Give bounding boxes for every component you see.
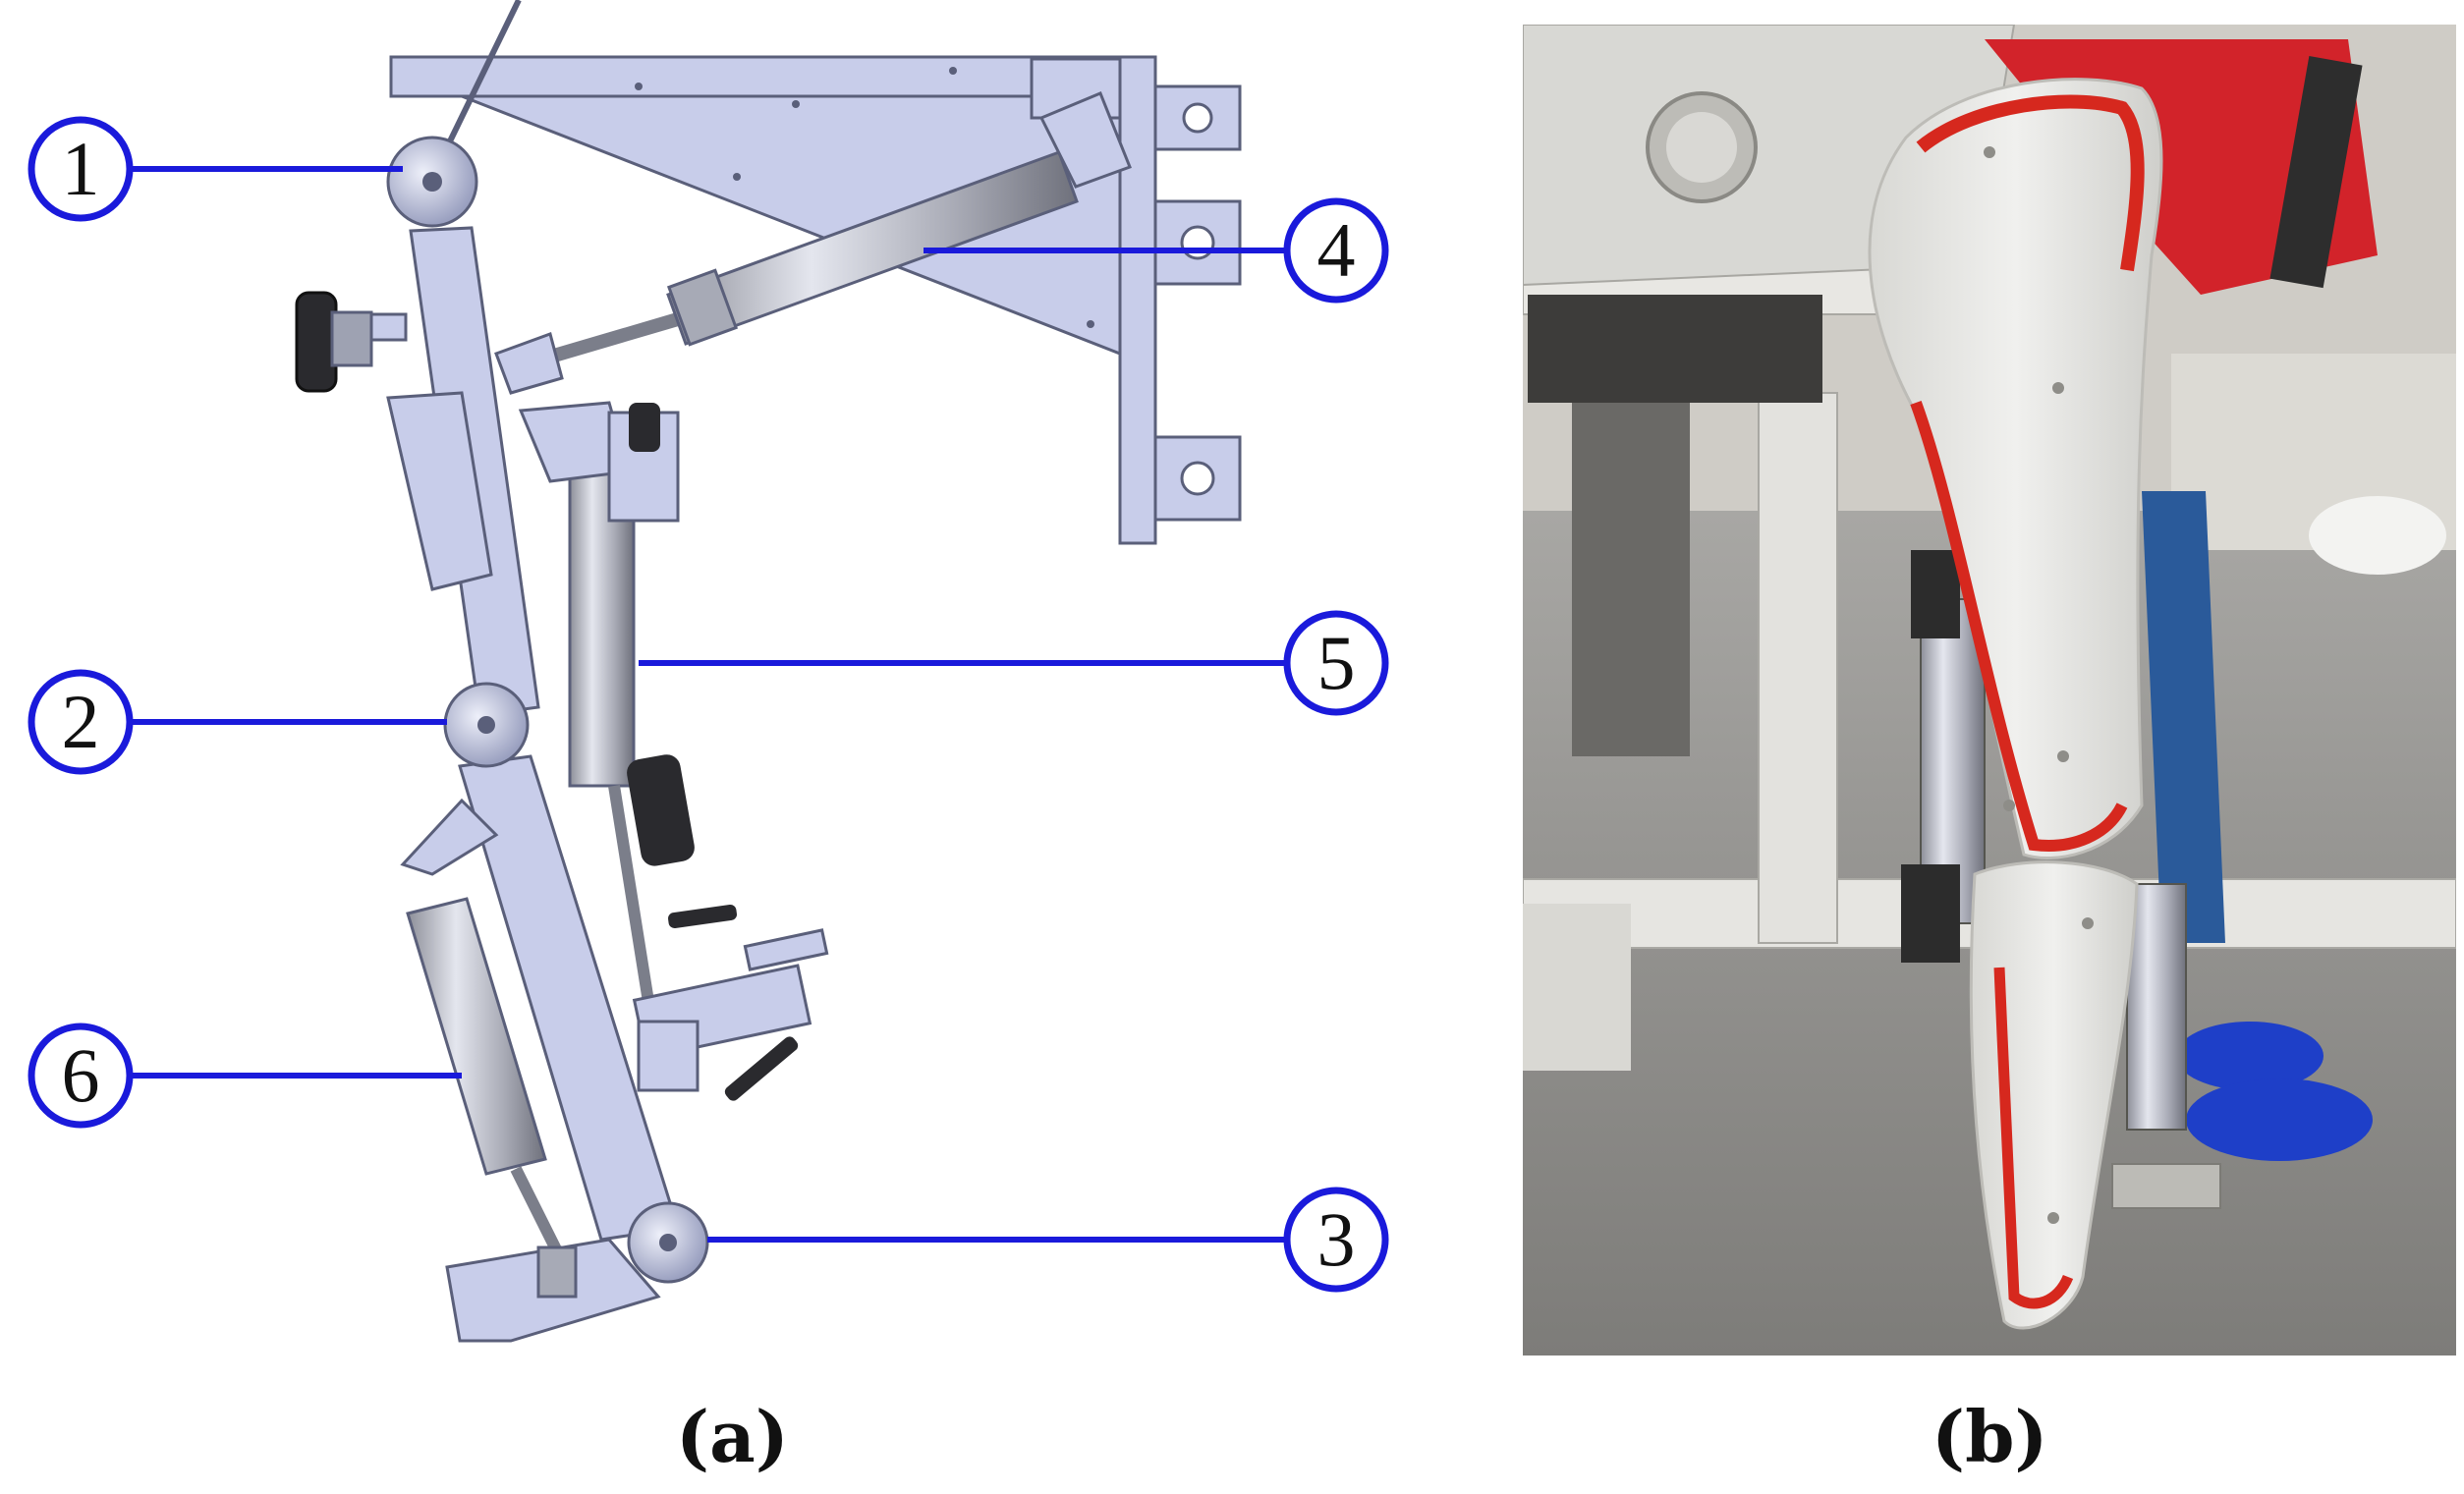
photo-bracket-lower (1901, 864, 1960, 963)
caption-panel-b: (b) (1932, 1395, 2048, 1478)
callout-4-label: 4 (1317, 207, 1356, 293)
callout-3: 3 (1283, 1187, 1389, 1293)
joint-hip (386, 136, 478, 228)
harness-strap (2269, 56, 2363, 289)
caption-panel-a: (a) (676, 1395, 789, 1478)
person-jeans (2142, 491, 2225, 943)
frame-post (1758, 392, 1838, 944)
joint-ankle (627, 1201, 709, 1284)
callout-4: 4 (1283, 197, 1389, 304)
plate-knob-center (1666, 112, 1737, 183)
panel-b-photo (1523, 25, 2456, 1356)
shoe-right (2186, 1079, 2373, 1161)
callout-5-label: 5 (1317, 620, 1356, 705)
callout-1: 1 (28, 116, 134, 222)
adjustment-knob (295, 291, 373, 393)
shell-stripe-top (1916, 94, 2145, 272)
callout-6-label: 6 (62, 1032, 100, 1118)
machinery-column (1572, 403, 1690, 756)
frame-lug-holes (1180, 102, 1215, 496)
machinery-dark (1528, 295, 1822, 403)
actuator-cylinder-6 (406, 897, 578, 1299)
panel-a-cad-drawing: 1 2 3 4 5 6 (28, 0, 1389, 1343)
shell-stripe-shank (1993, 967, 2074, 1309)
background-object (2309, 496, 2446, 575)
actuator-cylinder-5 (518, 401, 695, 1052)
joint-knee (443, 682, 530, 768)
callout-1-label: 1 (62, 126, 100, 211)
photo-cylinder-ankle (2126, 883, 2187, 1131)
callout-2: 2 (28, 669, 134, 775)
ankle-clamp (632, 904, 829, 1101)
callout-2-label: 2 (62, 679, 100, 764)
callout-5: 5 (1283, 610, 1389, 716)
callout-leaders (133, 166, 1292, 1243)
photo-bracket-upper (1911, 550, 1960, 638)
actuator-cylinder-4 (494, 91, 1132, 395)
shell-bolts (1984, 146, 2094, 1224)
shoe-left (2176, 1022, 2324, 1090)
callout-3-label: 3 (1317, 1196, 1356, 1282)
frame-bolt-dots (635, 67, 1094, 328)
top-lever (444, 0, 522, 149)
shell-stripe-thigh (1910, 400, 2128, 852)
foot-plate (2111, 1163, 2221, 1209)
step-block (1523, 904, 1631, 1071)
thigh-link (327, 226, 540, 717)
callout-6: 6 (28, 1023, 134, 1129)
